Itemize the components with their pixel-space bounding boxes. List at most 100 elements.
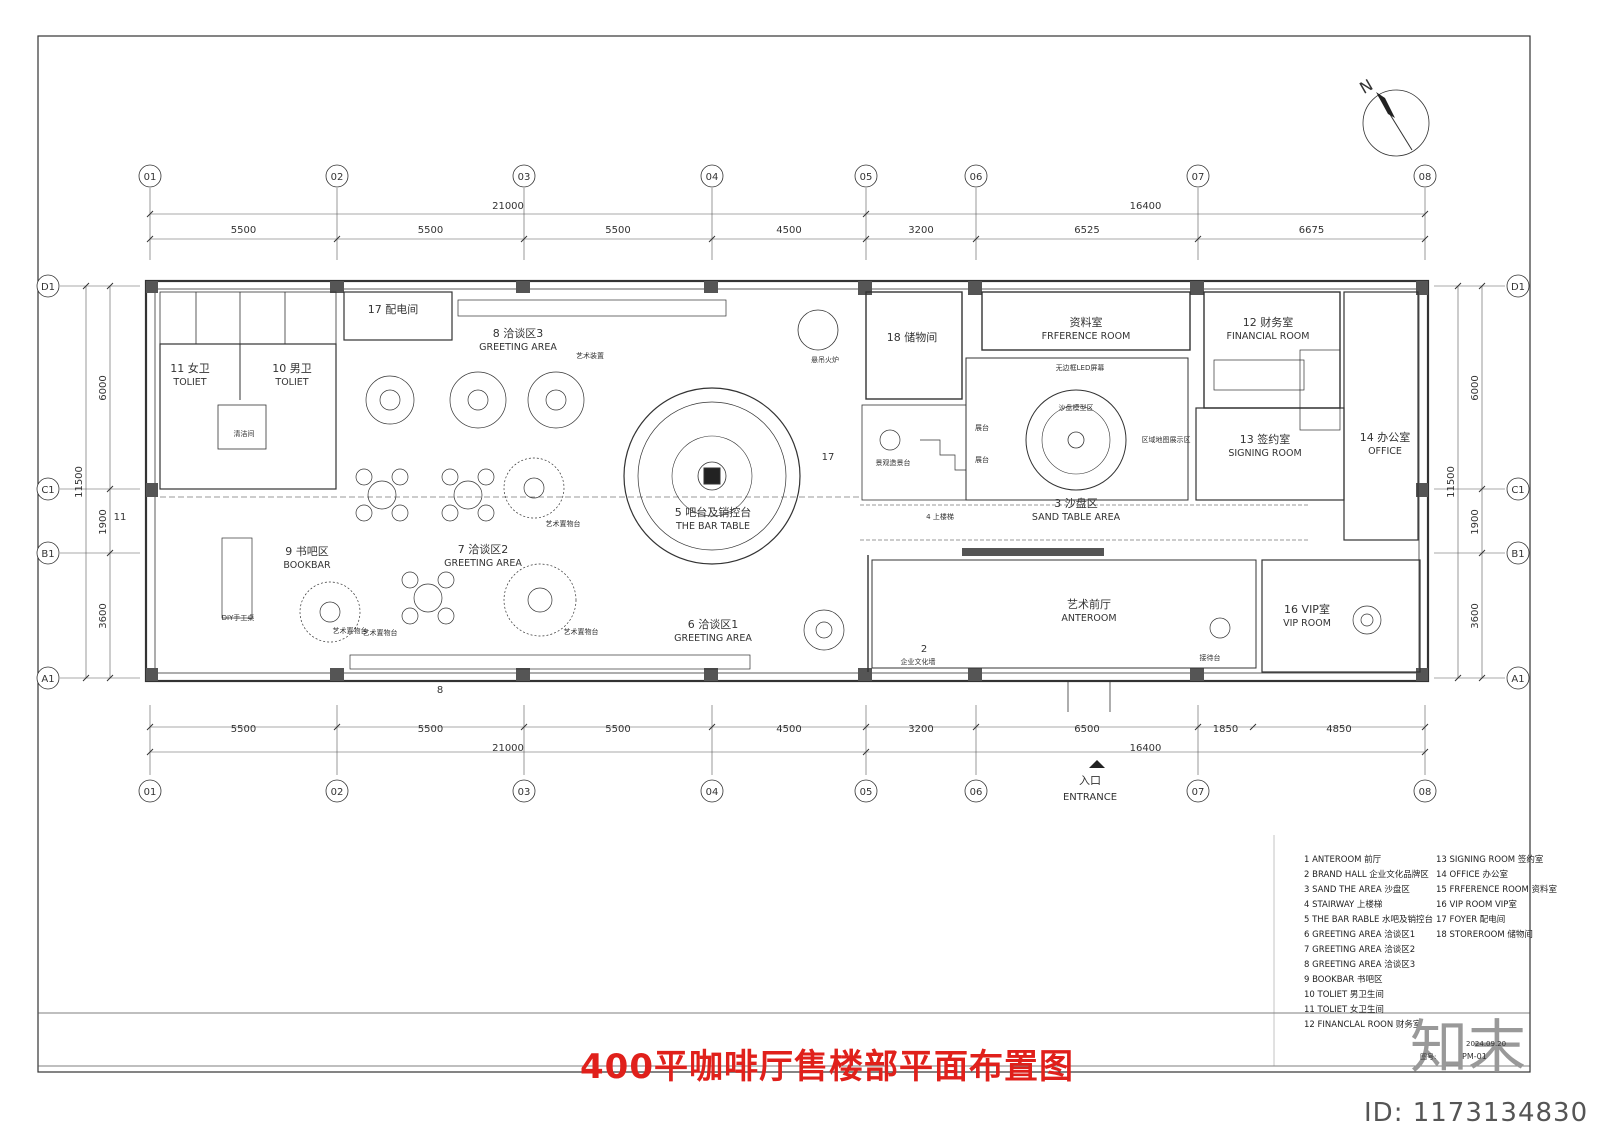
label-art4: 艺术置物台 bbox=[333, 626, 368, 635]
dimension-top: 5500 bbox=[231, 225, 256, 236]
room-label-en: THE BAR TABLE bbox=[675, 521, 750, 532]
room-label-cn: 11 女卫 bbox=[170, 361, 210, 375]
label-art2: 艺术置物台 bbox=[564, 627, 599, 636]
room-label-cn: 10 男卫 bbox=[272, 362, 312, 375]
axis-x-label-bottom: 07 bbox=[1192, 787, 1205, 798]
room-label-en: FRFERENCE ROOM bbox=[1042, 331, 1131, 342]
room-label-en: GREETING AREA bbox=[444, 558, 522, 569]
legend-item: 13 SIGNING ROOM 签约室 bbox=[1436, 855, 1544, 865]
date-text: 2024.09.20 bbox=[1466, 1040, 1507, 1048]
svg-text:N: N bbox=[1356, 75, 1376, 97]
dimension-bottom-total: 21000 bbox=[492, 743, 524, 754]
legend-item: 4 STAIRWAY 上楼梯 bbox=[1304, 900, 1383, 910]
axis-x-label-bottom: 05 bbox=[860, 787, 873, 798]
room-label-en: VIP ROOM bbox=[1283, 618, 1331, 629]
axis-y-label-left: D1 bbox=[41, 282, 55, 293]
label-art3: 艺术置物台 bbox=[363, 628, 398, 637]
legend-item: 16 VIP ROOM VIP室 bbox=[1436, 900, 1517, 910]
room-label-en: TOLIET bbox=[172, 377, 206, 388]
axis-y-label-left: C1 bbox=[41, 485, 54, 496]
axis-y-label-right: B1 bbox=[1511, 549, 1524, 560]
building-walls bbox=[144, 279, 1430, 712]
room-label-en: OFFICE bbox=[1368, 446, 1402, 457]
dimension-left: 1900 bbox=[98, 509, 109, 534]
dimension-top: 6525 bbox=[1074, 225, 1099, 236]
legend-item: 15 FRFERENCE ROOM 资料室 bbox=[1436, 885, 1558, 895]
legend-item: 18 STOREROOM 储物间 bbox=[1436, 930, 1533, 940]
label-clean: 清洁间 bbox=[234, 429, 255, 438]
room-label-en: SAND TABLE AREA bbox=[1032, 512, 1121, 523]
label-num17: 17 bbox=[822, 452, 835, 463]
dimension-top: 5500 bbox=[418, 225, 443, 236]
legend-item: 11 TOLIET 女卫生间 bbox=[1304, 1005, 1384, 1015]
dimension-bottom: 6500 bbox=[1074, 724, 1099, 735]
entrance-label-en: ENTRANCE bbox=[1063, 792, 1117, 803]
room-label-cn: 14 办公室 bbox=[1360, 430, 1411, 444]
sheet-number: PM-01 bbox=[1462, 1052, 1487, 1061]
dimension-bottom: 5500 bbox=[231, 724, 256, 735]
dimension-right: 1900 bbox=[1470, 509, 1481, 534]
dimension-top: 3200 bbox=[908, 225, 933, 236]
label-num2: 2 bbox=[921, 644, 927, 655]
room-label-cn: 8 洽谈区3 bbox=[493, 327, 544, 340]
room-label-en: TOLIET bbox=[274, 377, 308, 388]
axis-x-label-top: 04 bbox=[706, 172, 719, 183]
label-num8: 8 bbox=[437, 685, 443, 696]
axis-x-label-bottom: 06 bbox=[970, 787, 983, 798]
label-display2: 展台 bbox=[975, 455, 989, 464]
dimension-bottom-total: 16400 bbox=[1130, 743, 1162, 754]
label-reception: 接待台 bbox=[1200, 653, 1221, 662]
legend-item: 10 TOLIET 男卫生间 bbox=[1304, 990, 1384, 1000]
axis-x-label-top: 06 bbox=[970, 172, 983, 183]
dimension-right: 6000 bbox=[1470, 375, 1481, 400]
dimension-left: 6000 bbox=[98, 375, 109, 400]
north-arrow-icon: N bbox=[1356, 75, 1430, 157]
dimension-lines: 21000 16400 5500 5500 5500 4500 3200 6525 6675 55… bbox=[74, 201, 1486, 803]
room-label-cn: 7 洽谈区2 bbox=[458, 543, 509, 556]
sheet-number-label: 图号: bbox=[1420, 1053, 1437, 1061]
dimension-bottom: 3200 bbox=[908, 724, 933, 735]
label-art-device: 艺术装置 bbox=[576, 351, 604, 360]
room-label-cn: 12 财务室 bbox=[1243, 315, 1294, 329]
dimension-left: 11500 bbox=[74, 466, 85, 498]
room-label-cn: 3 沙盘区 bbox=[1054, 496, 1098, 510]
label-art1: 艺术置物台 bbox=[546, 519, 581, 528]
legend-item: 17 FOYER 配电间 bbox=[1436, 915, 1506, 925]
legend-item: 8 GREETING AREA 洽谈区3 bbox=[1304, 960, 1416, 970]
dimension-bottom: 5500 bbox=[605, 724, 630, 735]
label-sand-model: 沙盘模型区 bbox=[1059, 403, 1094, 412]
room-label-en: BOOKBAR bbox=[283, 560, 331, 571]
dimension-left: 3600 bbox=[98, 603, 109, 628]
label-display1: 展台 bbox=[975, 423, 989, 432]
axis-x-label-bottom: 08 bbox=[1419, 787, 1432, 798]
room-label-cn: 18 储物间 bbox=[887, 330, 938, 344]
axis-x-label-bottom: 04 bbox=[706, 787, 719, 798]
dimension-top: 5500 bbox=[605, 225, 630, 236]
axis-y-label-right: C1 bbox=[1511, 485, 1524, 496]
entrance-arrow-icon bbox=[1089, 760, 1105, 768]
label-stair: 4 上楼梯 bbox=[926, 512, 954, 521]
dimension-right: 3600 bbox=[1470, 603, 1481, 628]
room-label-en: GREETING AREA bbox=[674, 633, 752, 644]
axis-y-label-left: A1 bbox=[41, 674, 54, 685]
dimension-top: 6675 bbox=[1299, 225, 1324, 236]
room-label-cn: 16 VIP室 bbox=[1284, 602, 1330, 616]
label-led: 无边框LED屏幕 bbox=[1056, 363, 1105, 372]
axis-x-label-top: 07 bbox=[1192, 172, 1205, 183]
dimension-top: 4500 bbox=[776, 225, 801, 236]
legend-item: 1 ANTEROOM 前厅 bbox=[1304, 855, 1382, 865]
dimension-bottom: 4850 bbox=[1326, 724, 1351, 735]
axis-x-label-bottom: 01 bbox=[144, 787, 157, 798]
label-brand-wall: 企业文化墙 bbox=[901, 657, 936, 666]
room-label-en: ANTEROOM bbox=[1061, 613, 1116, 624]
label-num11: 11 bbox=[114, 512, 127, 523]
dimension-right: 11500 bbox=[1446, 466, 1457, 498]
dimension-bottom: 4500 bbox=[776, 724, 801, 735]
axis-y-label-right: A1 bbox=[1511, 674, 1524, 685]
legend-item: 7 GREETING AREA 洽谈区2 bbox=[1304, 945, 1416, 955]
